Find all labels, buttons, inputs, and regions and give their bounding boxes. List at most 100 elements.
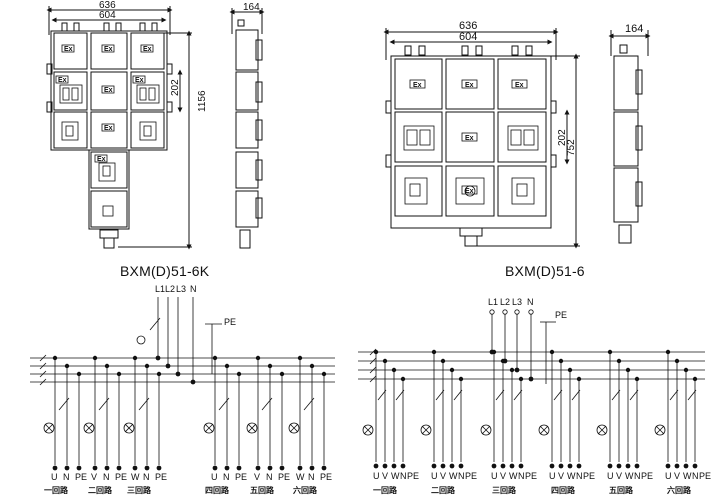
terminal-dot: [458, 463, 464, 469]
breaker-blade: [377, 389, 387, 401]
junction-dot: [576, 376, 582, 382]
terminal-dot: [500, 463, 506, 469]
circuit-label: 四回路: [551, 485, 576, 495]
terminal-label: V: [440, 471, 446, 481]
junction-dot: [175, 371, 181, 377]
terminal-dot: [255, 465, 261, 471]
terminal-dot: [132, 465, 138, 471]
ex-label: Ex: [465, 188, 474, 195]
terminal-dot: [116, 465, 122, 471]
terminal-label: PE: [699, 471, 711, 481]
terminal-label: N: [458, 471, 465, 481]
circuit-label: 六回路: [293, 485, 318, 495]
terminal-label: N: [692, 471, 699, 481]
dimension-module-height: 202: [170, 79, 181, 96]
terminal-dot: [440, 463, 446, 469]
terminal-dot: [224, 465, 230, 471]
lamp-cross: [363, 425, 373, 435]
ex-label: Ex: [465, 135, 474, 142]
breaker-blade: [98, 397, 110, 411]
junction-dot: [373, 349, 379, 355]
junction-dot: [104, 363, 110, 369]
junction-dot: [692, 376, 698, 382]
breaker-blade: [435, 389, 445, 401]
bus-tick: [369, 348, 377, 356]
switch-blade: [149, 317, 161, 331]
lamp-symbol: [246, 422, 258, 434]
terminal-dot: [64, 465, 70, 471]
terminal-label: V: [91, 472, 97, 482]
terminal-dot: [309, 465, 315, 471]
junction-dot: [255, 355, 261, 361]
left-side-view: [229, 8, 265, 249]
dimension-total-height: 752: [566, 139, 577, 156]
junction-dot: [634, 376, 640, 382]
lamp-symbol: [203, 422, 215, 434]
lamp-symbol: [538, 424, 550, 436]
terminal-dot: [104, 465, 110, 471]
ex-label: Ex: [515, 82, 524, 89]
lamp-cross: [289, 423, 299, 433]
bus-tick: [39, 378, 47, 386]
ex-label: Ex: [104, 46, 113, 53]
terminal-dot: [518, 463, 524, 469]
terminal-dot: [212, 465, 218, 471]
junction-dot: [616, 358, 622, 364]
indicator-lamp: [136, 335, 146, 345]
terminal-label: N: [266, 472, 273, 482]
terminal-label: PE: [465, 471, 477, 481]
terminal-label: V: [616, 471, 622, 481]
dimension-width-inner: 604: [459, 31, 477, 43]
terminal-label: V: [674, 471, 680, 481]
lamp-cross: [204, 423, 214, 433]
terminal-dot: [52, 465, 58, 471]
lamp-symbol: [288, 422, 300, 434]
terminal-dot: [144, 465, 150, 471]
terminal-dot: [391, 463, 397, 469]
junction-dot: [391, 367, 397, 373]
terminal-label: N: [223, 472, 230, 482]
phase-label: L3: [512, 297, 522, 307]
terminal-dot: [683, 463, 689, 469]
lamp-cross: [247, 423, 257, 433]
pe-label: PE: [224, 317, 236, 327]
terminal-label: PE: [115, 472, 127, 482]
junction-dot: [491, 349, 497, 355]
terminal-label: W: [391, 471, 400, 481]
junction-dot: [224, 363, 230, 369]
ex-label: Ex: [64, 46, 73, 53]
junction-dot: [549, 349, 555, 355]
lamp-cross: [597, 425, 607, 435]
ex-label: Ex: [104, 125, 113, 132]
lamp-cross: [44, 423, 54, 433]
circuit-label: 五回路: [250, 485, 275, 495]
junction-dot: [518, 376, 524, 382]
junction-dot: [116, 371, 122, 377]
terminal-dot: [321, 465, 327, 471]
junction-dot: [400, 376, 406, 382]
terminal-dot: [267, 465, 273, 471]
junction-dot: [92, 355, 98, 361]
terminal-label: W: [449, 471, 458, 481]
terminal-label: W: [625, 471, 634, 481]
lamp-symbol: [480, 424, 492, 436]
junction-dot: [528, 376, 534, 382]
left-ex-labels: [55, 44, 154, 163]
terminal-label: W: [131, 472, 140, 482]
terminal-label: PE: [75, 472, 87, 482]
terminal-dot: [567, 463, 573, 469]
breaker-blade: [513, 389, 523, 401]
lamp-symbol: [420, 424, 432, 436]
junction-dot: [625, 367, 631, 373]
ex-label: Ex: [135, 77, 144, 84]
dimension-module-height: 202: [557, 129, 568, 146]
lamp-symbol: [596, 424, 608, 436]
breaker-blade: [58, 397, 70, 411]
junction-dot: [500, 358, 506, 364]
junction-dot: [155, 355, 161, 361]
terminal-label: N: [308, 472, 315, 482]
breaker-blade: [218, 397, 230, 411]
lamp-symbol: [654, 424, 666, 436]
